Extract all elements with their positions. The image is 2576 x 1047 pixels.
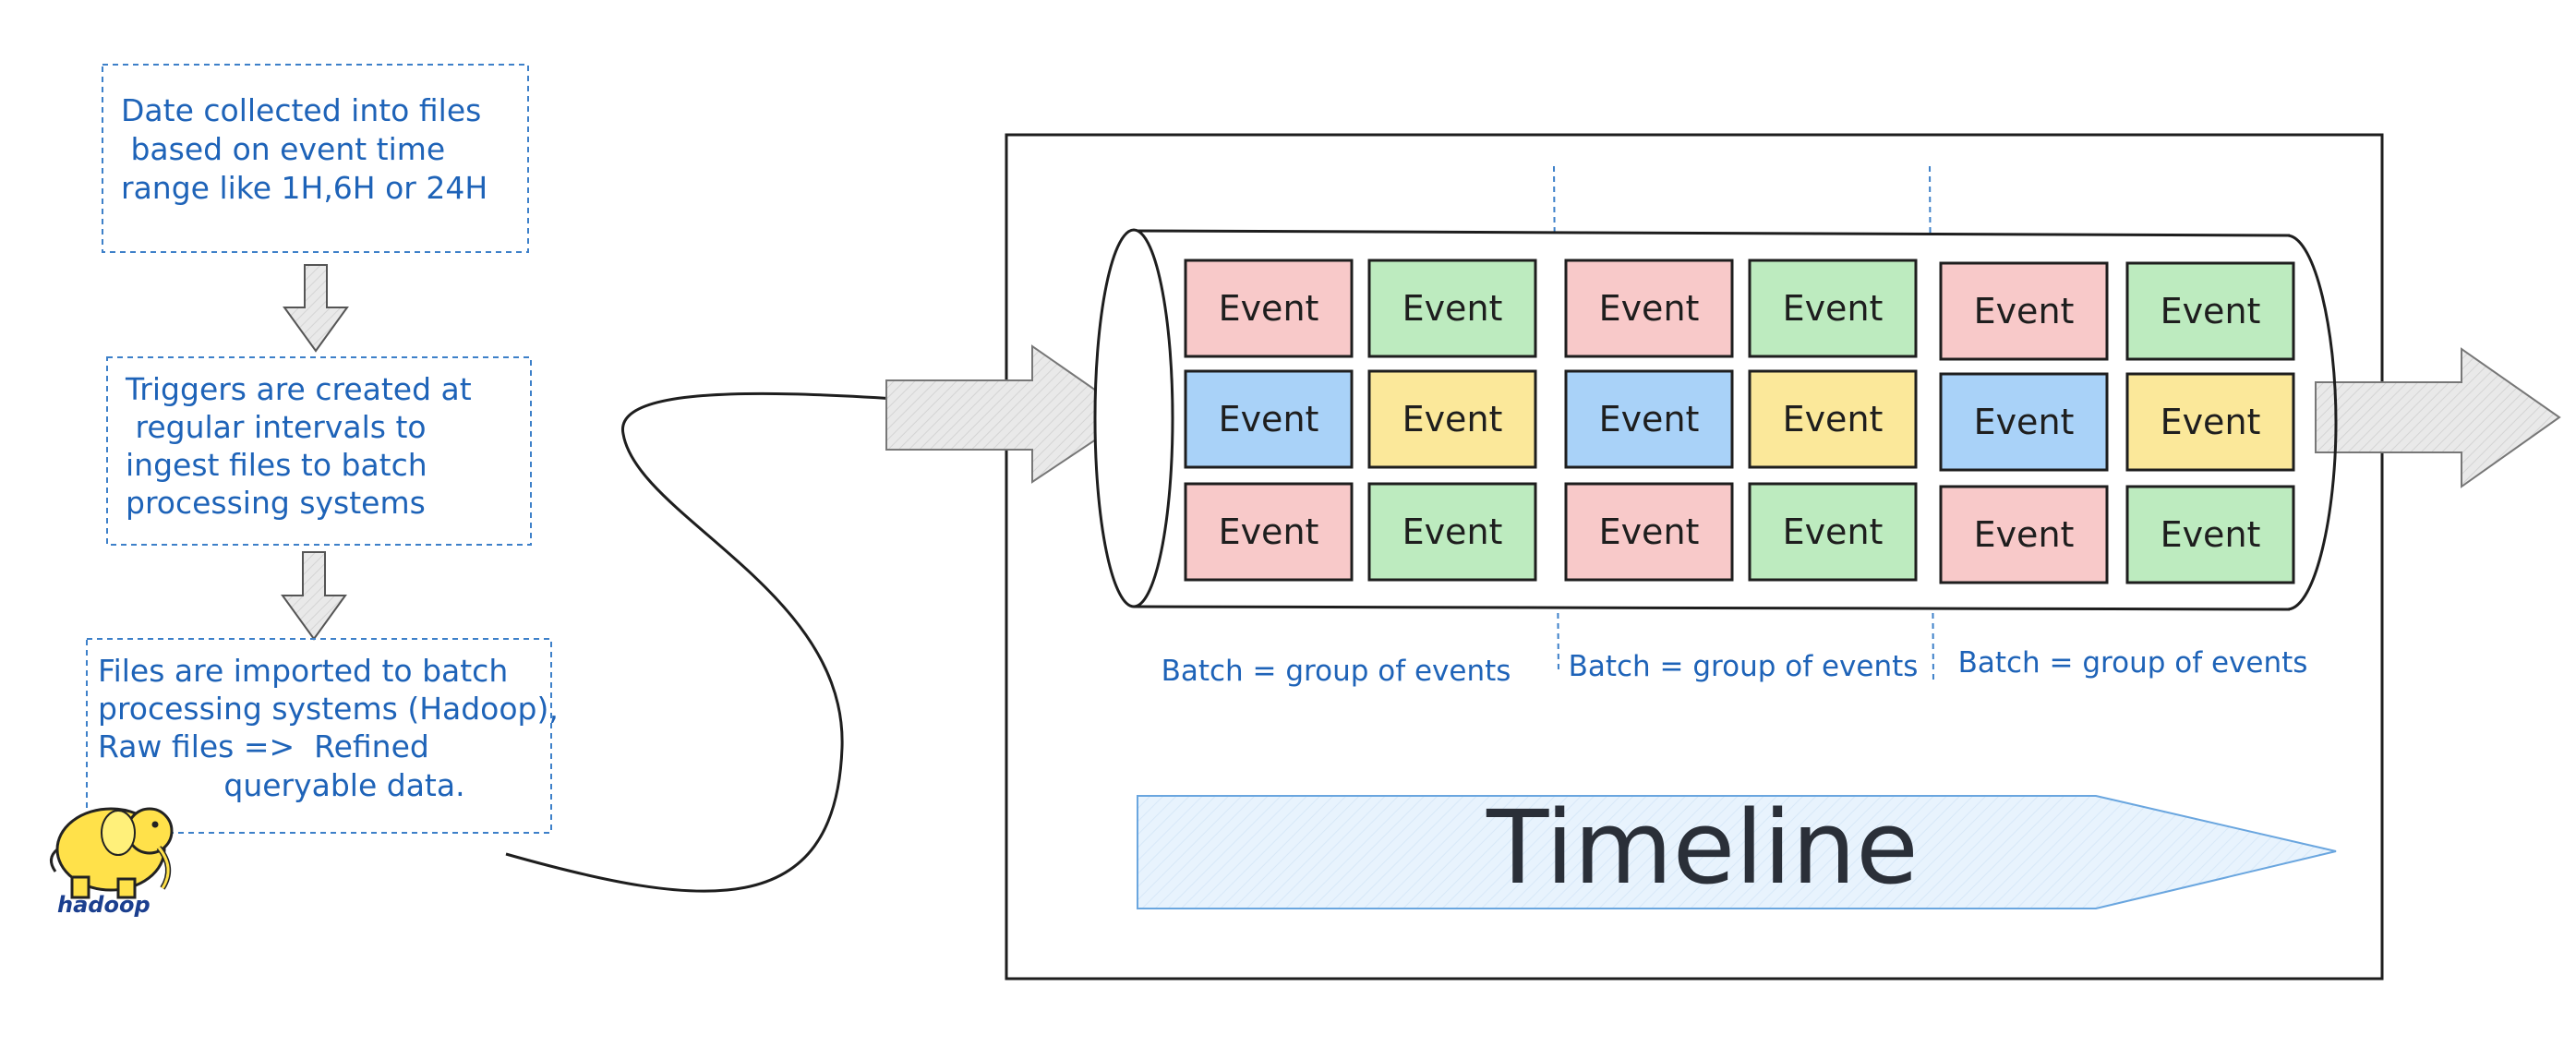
event-box: Event: [1564, 369, 1734, 469]
event-label: Event: [1783, 399, 1884, 439]
note-triggers: Triggers are created at regular interval…: [106, 356, 532, 546]
event-box: Event: [1367, 259, 1537, 358]
note-data-collection: Date collected into files based on event…: [102, 64, 529, 253]
hadoop-logo: hadoop: [50, 807, 174, 918]
event-label: Event: [2161, 514, 2261, 555]
event-box-green: [1367, 259, 1537, 358]
hadoop-logo-text: hadoop: [57, 892, 150, 918]
event-box-yellow: [1367, 369, 1537, 469]
elephant-icon: [50, 807, 174, 899]
event-box-red: [1564, 482, 1734, 582]
event-label: Event: [1783, 288, 1884, 329]
note-files-imported-text: Files are imported to batch processing s…: [98, 653, 568, 803]
event-box-red: [1564, 259, 1734, 358]
event-box: Event: [2125, 372, 2295, 472]
event-box-red: [1184, 482, 1354, 582]
event-box: Event: [1939, 485, 2109, 584]
event-box: Event: [1367, 482, 1537, 582]
input-arrow: [885, 344, 1134, 484]
event-box-green: [1367, 482, 1537, 582]
event-box-green: [1748, 259, 1918, 358]
event-label: Event: [1219, 511, 1319, 552]
event-box-blue: [1564, 369, 1734, 469]
event-label: Event: [1219, 399, 1319, 439]
event-box-red: [1939, 261, 2109, 361]
event-label: Event: [1402, 511, 1503, 552]
event-label: Event: [1974, 291, 2075, 331]
event-box-red: [1939, 485, 2109, 584]
event-box: Event: [1748, 482, 1918, 582]
timeline-arrow: Timeline: [1137, 788, 2337, 909]
event-box-yellow: [1748, 369, 1918, 469]
note-files-imported: Files are imported to batch processing s…: [86, 638, 568, 834]
down-arrow-2: [281, 551, 347, 641]
event-box-blue: [1184, 369, 1354, 469]
event-box: Event: [1939, 261, 2109, 361]
event-box-green: [2125, 261, 2295, 361]
note-triggers-text: Triggers are created at regular interval…: [125, 371, 481, 521]
batch-label-1: Batch = group of events: [1162, 655, 1511, 688]
curved-connector: [505, 391, 1129, 893]
event-box: Event: [1748, 259, 1918, 358]
event-box: Event: [1184, 482, 1354, 582]
event-box: Event: [2125, 485, 2295, 584]
event-box-blue: [1939, 372, 2109, 472]
batch-label-2: Batch = group of events: [1569, 650, 1919, 683]
event-box: Event: [1184, 259, 1354, 358]
event-box: Event: [1564, 259, 1734, 358]
event-box: Event: [1367, 369, 1537, 469]
event-box-green: [1748, 482, 1918, 582]
event-label: Event: [1783, 511, 1884, 552]
output-arrow: [2315, 347, 2561, 488]
pipeline-frame: [1005, 133, 2384, 981]
event-label: Event: [1599, 288, 1700, 329]
event-label: Event: [1402, 399, 1503, 439]
note-data-collection-text: Date collected into files based on event…: [121, 92, 491, 206]
event-label: Event: [1599, 399, 1700, 439]
timeline-label: Timeline: [1486, 788, 1919, 907]
event-box: Event: [1939, 372, 2109, 472]
event-box: Event: [2125, 261, 2295, 361]
event-label: Event: [1219, 288, 1319, 329]
event-label: Event: [1974, 402, 2075, 442]
event-label: Event: [1599, 511, 1700, 552]
event-box-red: [1184, 259, 1354, 358]
event-box-green: [2125, 485, 2295, 584]
event-label: Event: [2161, 291, 2261, 331]
event-box-yellow: [2125, 372, 2295, 472]
event-label: Event: [1402, 288, 1503, 329]
event-box: Event: [1184, 369, 1354, 469]
event-box: Event: [1748, 369, 1918, 469]
down-arrow-1: [283, 264, 349, 353]
event-box: Event: [1564, 482, 1734, 582]
event-label: Event: [1974, 514, 2075, 555]
event-label: Event: [2161, 402, 2261, 442]
batch-label-3: Batch = group of events: [1958, 646, 2308, 680]
